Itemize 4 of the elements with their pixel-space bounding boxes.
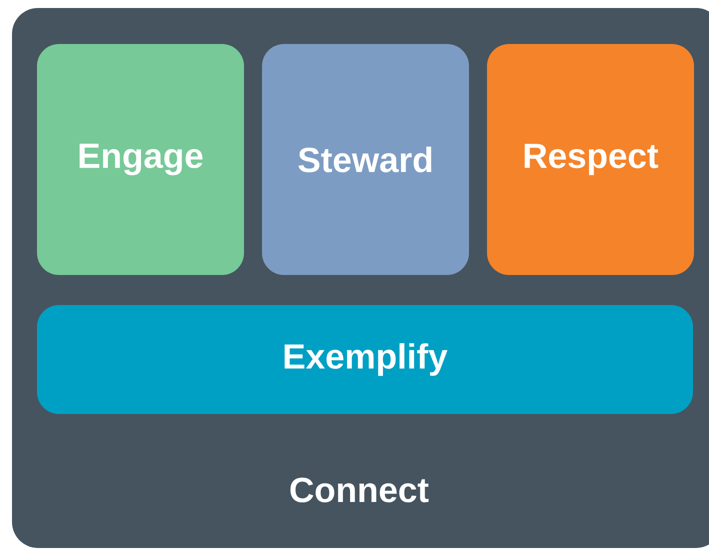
- category-box: Exemplify: [37, 305, 693, 414]
- category-box: Steward: [262, 44, 469, 275]
- category-box: Engage: [37, 44, 244, 275]
- category-box: Respect: [487, 44, 694, 275]
